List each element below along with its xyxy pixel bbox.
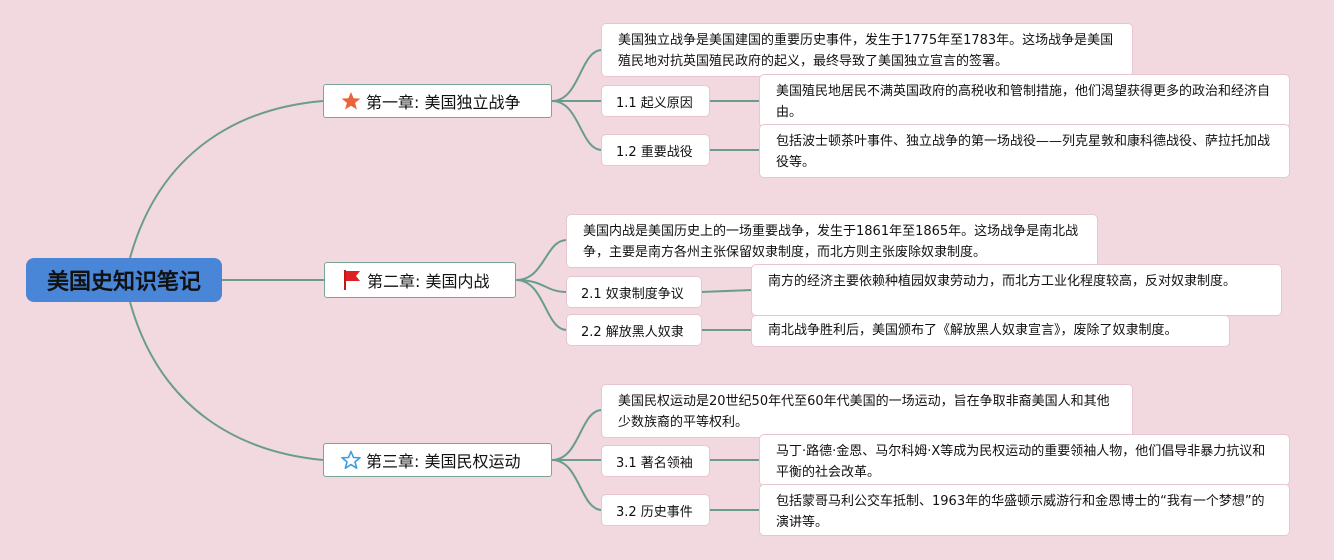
chapter-1-topic-1[interactable]: 1.1 起义原因 bbox=[602, 86, 709, 116]
connector-ch1-summary bbox=[551, 49, 603, 102]
chapter-2-node[interactable]: 第二章: 美国内战 bbox=[324, 262, 516, 298]
connector-ch1-t2 bbox=[551, 100, 603, 151]
connector-root-ch3 bbox=[129, 301, 324, 461]
connector-ch2-t1-detail bbox=[700, 289, 753, 293]
chapter-2-topic-1[interactable]: 2.1 奴隶制度争议 bbox=[567, 277, 701, 307]
chapter-3-topic-1-detail[interactable]: 马丁·路德·金恩、马尔科姆·X等成为民权运动的重要领袖人物，他们倡导非暴力抗议和… bbox=[760, 435, 1289, 485]
chapter-1-node[interactable]: 第一章: 美国独立战争 bbox=[323, 84, 552, 118]
chapter-2-summary[interactable]: 美国内战是美国历史上的一场重要战争，发生于1861年至1865年。这场战争是南北… bbox=[567, 215, 1097, 267]
blue-outline-star-icon bbox=[340, 449, 362, 471]
connector-ch3-summary bbox=[551, 409, 603, 461]
connector-root-ch1 bbox=[129, 100, 324, 259]
chapter-1-topic-2-detail[interactable]: 包括波士顿茶叶事件、独立战争的第一场战役——列克星敦和康科德战役、萨拉托加战役等… bbox=[760, 125, 1289, 177]
chapter-3-topic-2-detail[interactable]: 包括蒙哥马利公交车抵制、1963年的华盛顿示威游行和金恩博士的“我有一个梦想”的… bbox=[760, 485, 1289, 535]
connector-ch2-summary bbox=[515, 239, 568, 281]
root-topic[interactable]: 美国史知识笔记 bbox=[26, 258, 222, 302]
chapter-3-summary[interactable]: 美国民权运动是20世纪50年代至60年代美国的一场运动，旨在争取非裔美国人和其他… bbox=[602, 385, 1132, 437]
chapter-1-topic-2[interactable]: 1.2 重要战役 bbox=[602, 135, 709, 165]
chapter-3-topic-1[interactable]: 3.1 著名领袖 bbox=[602, 446, 709, 476]
chapter-2-topic-1-detail[interactable]: 南方的经济主要依赖种植园奴隶劳动力，而北方工业化程度较高，反对奴隶制度。 bbox=[752, 265, 1281, 315]
chapter-2-title: 第二章: 美国内战 bbox=[367, 272, 490, 291]
chapter-3-node[interactable]: 第三章: 美国民权运动 bbox=[323, 443, 552, 477]
chapter-1-summary[interactable]: 美国独立战争是美国建国的重要历史事件，发生于1775年至1783年。这场战争是美… bbox=[602, 24, 1132, 76]
connector-ch3-t2 bbox=[551, 459, 603, 511]
chapter-2-topic-2-detail[interactable]: 南北战争胜利后，美国颁布了《解放黑人奴隶宣言》，废除了奴隶制度。 bbox=[752, 316, 1229, 346]
chapter-1-topic-1-detail[interactable]: 美国殖民地居民不满英国政府的高税收和管制措施，他们渴望获得更多的政治和经济自由。 bbox=[760, 75, 1289, 127]
chapter-1-title: 第一章: 美国独立战争 bbox=[366, 93, 521, 112]
orange-star-icon bbox=[340, 90, 362, 112]
red-flag-icon bbox=[341, 269, 363, 291]
chapter-2-topic-2[interactable]: 2.2 解放黑人奴隶 bbox=[567, 315, 701, 345]
chapter-3-title: 第三章: 美国民权运动 bbox=[366, 452, 521, 471]
connector-ch2-t2 bbox=[515, 279, 568, 331]
chapter-3-topic-2[interactable]: 3.2 历史事件 bbox=[602, 495, 709, 525]
